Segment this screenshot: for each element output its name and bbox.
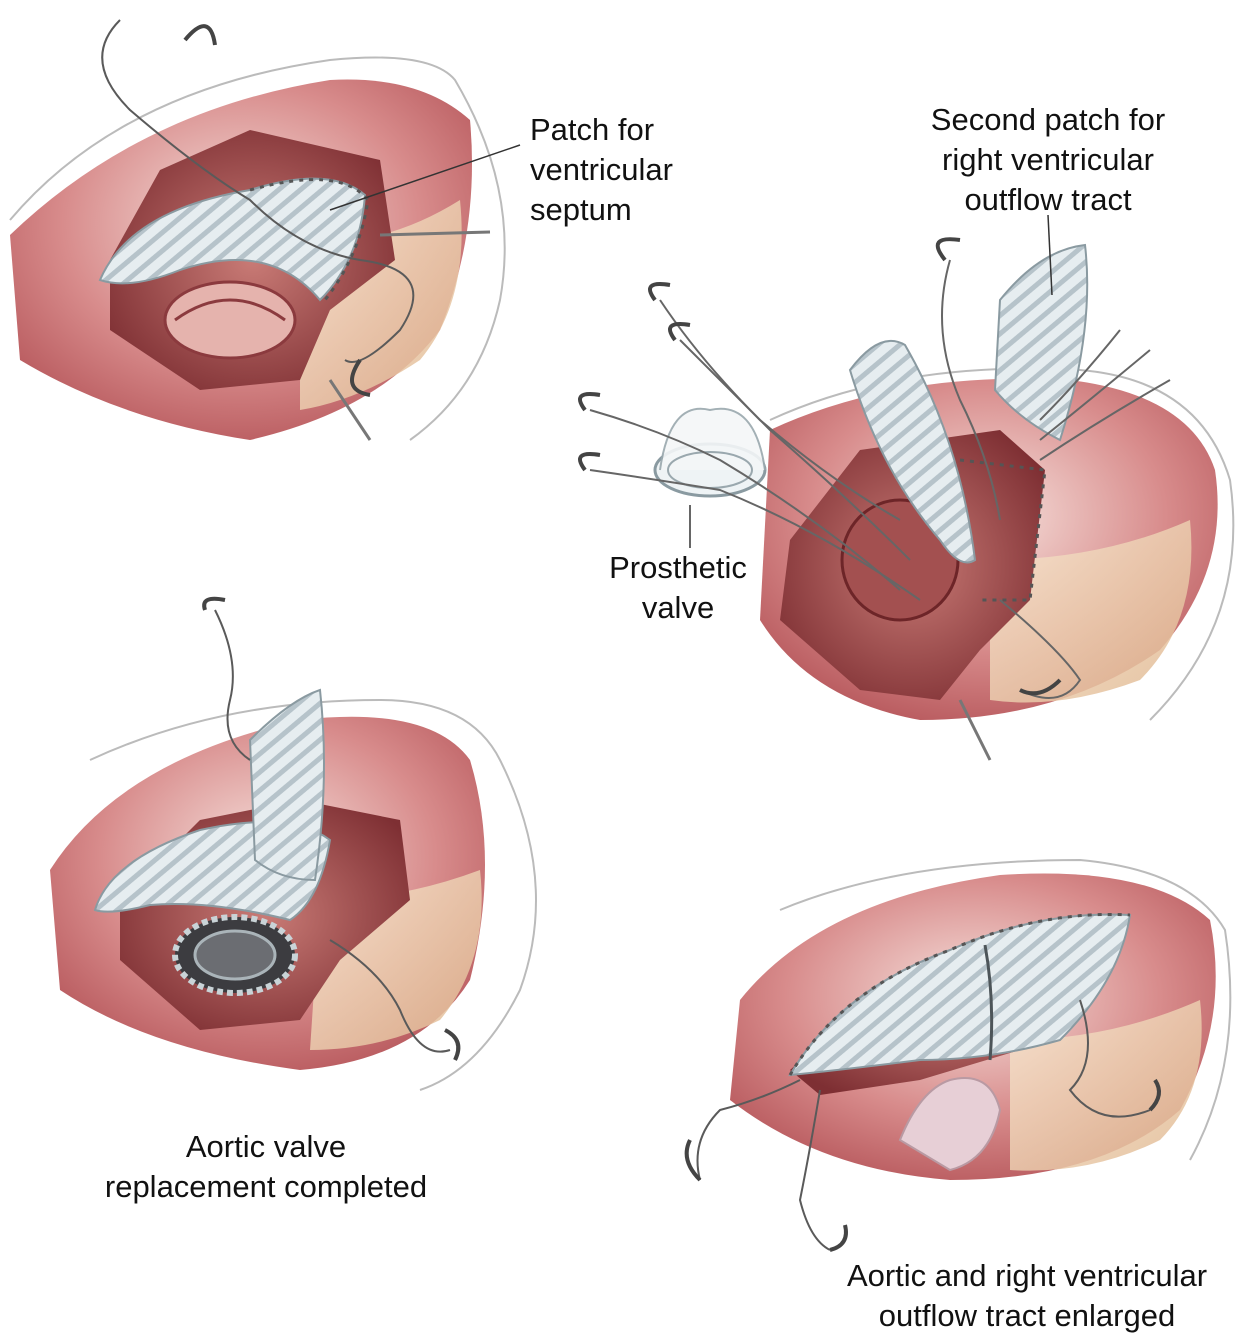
septal-patch — [98, 177, 367, 302]
needle-icons — [578, 237, 1062, 696]
label-line: septum — [530, 192, 632, 227]
needle-icons — [684, 1078, 1161, 1252]
needle-2 — [350, 358, 371, 397]
suture-line — [959, 458, 1047, 602]
heart-outline — [9, 56, 506, 441]
label-line: Second patch for — [930, 102, 1166, 137]
retractor — [958, 699, 992, 761]
suture-threads — [696, 999, 1151, 1251]
aortic-valve-native — [163, 280, 297, 360]
fat-region — [1010, 1000, 1202, 1171]
panel-septal-patch — [9, 19, 521, 441]
leader-second-patch — [1047, 214, 1053, 296]
label-second-patch: Second patch for right ventricular outfl… — [900, 100, 1196, 220]
prosthetic-valve-seated — [172, 914, 298, 996]
prosthetic-valve — [653, 407, 767, 498]
suture-thread — [214, 609, 251, 761]
second-patch — [248, 688, 325, 882]
valve-sutures — [589, 259, 1171, 699]
label-line: outflow tract — [964, 182, 1132, 217]
label-line: ventricular — [530, 152, 673, 187]
leader-patch-septum — [329, 144, 521, 211]
suture-thread — [101, 19, 415, 363]
panel-prosthetic-valve — [578, 214, 1235, 761]
septal-patch — [848, 340, 977, 564]
label-line: Aortic and right ventricular — [846, 1258, 1208, 1293]
label-patch-septum: Patch for ventricular septum — [530, 110, 673, 230]
label-line: Aortic valve — [185, 1129, 347, 1164]
panel-enlarged — [684, 858, 1232, 1252]
enlarged-patch — [788, 913, 1132, 1077]
label-line: outflow tract enlarged — [878, 1298, 1176, 1333]
suture-thread-2 — [329, 939, 451, 1053]
label-line: right ventricular — [942, 142, 1154, 177]
label-line: replacement completed — [104, 1169, 428, 1204]
fat-region — [990, 520, 1192, 703]
retractor — [328, 379, 372, 441]
needle-1 — [202, 596, 226, 611]
panel-avr-completed — [50, 596, 537, 1091]
label-enlarged: Aortic and right ventricular outflow tra… — [820, 1256, 1234, 1336]
patch-seam — [983, 944, 994, 1061]
label-line: valve — [641, 590, 715, 625]
needle-1 — [183, 24, 217, 46]
retractor-2 — [379, 230, 491, 237]
label-prosthetic-valve: Prosthetic valve — [590, 548, 766, 628]
heart-outline — [779, 858, 1232, 1161]
needle-2 — [444, 1028, 461, 1061]
label-line: Prosthetic — [609, 550, 747, 585]
label-line: Patch for — [530, 112, 655, 147]
native-valve-leaflet — [898, 1077, 1002, 1172]
heart-outline — [89, 698, 537, 1091]
label-avr-completed: Aortic valve replacement completed — [80, 1127, 452, 1207]
second-patch-rvot — [993, 243, 1089, 442]
